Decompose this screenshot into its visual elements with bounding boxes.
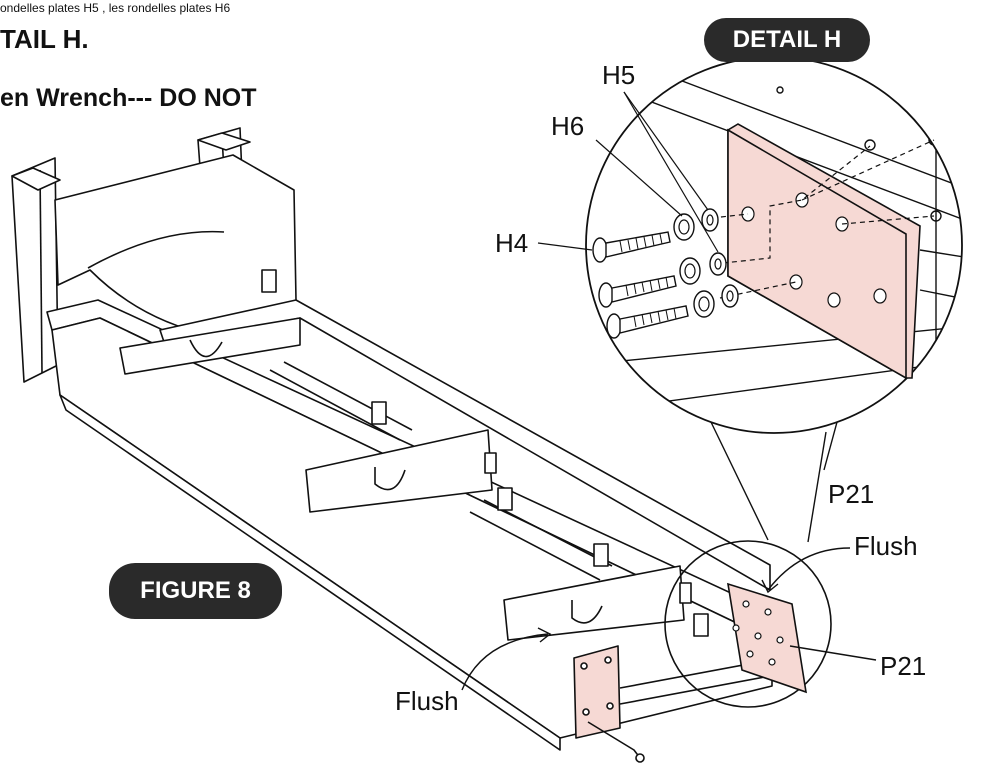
plate-hole xyxy=(606,702,614,710)
hinge-plate xyxy=(593,543,609,567)
end-plate-p21-detail xyxy=(727,582,807,694)
right-upright-top xyxy=(197,132,251,151)
h5-leader xyxy=(623,91,719,253)
washer-h6 xyxy=(679,257,701,285)
bolt-h4-head xyxy=(598,282,614,308)
label-flush-figure: Flush xyxy=(395,686,459,716)
rear-cross-brace xyxy=(503,565,685,641)
washer-h6-hole xyxy=(684,263,696,279)
plate-hole xyxy=(764,608,772,616)
washer-h5 xyxy=(701,208,719,232)
magnifier-circle xyxy=(664,540,832,708)
washer-h5-hole xyxy=(726,290,734,302)
warning-heading: en Wrench--- DO NOT xyxy=(0,84,257,112)
flush-detail-arrow xyxy=(767,547,851,591)
plate-hole xyxy=(742,600,750,608)
hinge-plate xyxy=(693,613,709,637)
inner-slat xyxy=(283,361,413,431)
detail-connector-left xyxy=(709,419,769,541)
h4-leader xyxy=(537,242,593,251)
plate-hole xyxy=(580,662,588,670)
plate-hole xyxy=(582,708,590,716)
frame-hole xyxy=(776,86,784,94)
detail-frame-line xyxy=(639,359,962,406)
base-plinth xyxy=(59,394,561,751)
bolt-threads xyxy=(619,233,677,328)
hinge-plate xyxy=(261,269,277,293)
label-h5: H5 xyxy=(602,60,636,90)
plate-hole xyxy=(754,632,762,640)
end-plate-p21-front xyxy=(573,645,621,739)
inner-slat xyxy=(619,675,771,705)
flush-figure-arrowhead xyxy=(537,627,552,643)
washer-h6-hole xyxy=(678,219,690,235)
hinge-plate xyxy=(497,487,513,511)
hex-key-tip xyxy=(635,753,645,763)
p21-figure-leader xyxy=(789,645,877,661)
washer-h6-hole xyxy=(698,296,710,312)
plate-hole xyxy=(604,656,612,664)
plate-hole xyxy=(732,624,740,632)
left-upright-top xyxy=(11,167,61,191)
bolt-h4-head xyxy=(592,237,608,263)
label-p21-detail: P21 xyxy=(828,479,875,509)
frame-hole xyxy=(864,139,876,151)
label-flush-detail: Flush xyxy=(854,531,918,561)
left-upright-post xyxy=(11,157,59,383)
detail-frame-line xyxy=(639,64,962,191)
plate-hole xyxy=(873,288,887,304)
plate-hole xyxy=(768,658,776,666)
washer-h5 xyxy=(709,252,727,276)
frame-hole xyxy=(930,210,942,222)
plate-hole xyxy=(827,292,841,308)
washer-h6 xyxy=(673,213,695,241)
label-h4: H4 xyxy=(495,228,529,258)
h6-leader xyxy=(595,139,683,217)
inner-slat xyxy=(483,499,613,567)
instruction-note-line: ondelles plates H5 , les rondelles plate… xyxy=(0,1,231,15)
left-upright-post-edge xyxy=(39,169,43,374)
middle-cross-brace xyxy=(305,429,493,513)
label-p21-figure: P21 xyxy=(880,651,927,681)
bolt-h4-head xyxy=(606,313,622,339)
figure-8-badge: FIGURE 8 xyxy=(109,563,282,619)
inner-slat xyxy=(469,511,601,581)
detail-h-badge: DETAIL H xyxy=(704,18,870,62)
label-h6: H6 xyxy=(551,111,585,141)
plate-hole xyxy=(776,636,784,644)
base-frame xyxy=(11,127,773,763)
detail-reference-heading: TAIL H. xyxy=(0,24,89,54)
front-brace-cutout xyxy=(189,339,223,358)
detail-h-circle xyxy=(537,56,963,434)
hinge-plate xyxy=(371,401,387,425)
rear-brace-bracket xyxy=(679,582,692,604)
rear-brace-cutout xyxy=(571,600,603,624)
bolt-h4-shank xyxy=(619,305,689,334)
part-leaders xyxy=(537,91,719,253)
washer-h5 xyxy=(721,284,739,308)
detail-connector-right xyxy=(807,431,827,543)
plate-hole xyxy=(746,650,754,658)
middle-brace-bracket xyxy=(484,452,497,474)
flush-detail-arrowhead xyxy=(761,579,779,594)
middle-brace-cutout xyxy=(374,467,406,491)
rear-panel-curve xyxy=(87,230,225,269)
p21-plate-face xyxy=(727,128,907,380)
flush-figure-arrow xyxy=(461,633,549,691)
h5-leader xyxy=(623,91,709,211)
washer-h5-hole xyxy=(714,258,722,270)
plate-hole xyxy=(789,274,803,290)
front-cross-brace xyxy=(119,317,301,375)
washer-h6 xyxy=(693,290,715,318)
washer-h5-hole xyxy=(706,214,714,226)
inner-slat xyxy=(269,369,401,441)
